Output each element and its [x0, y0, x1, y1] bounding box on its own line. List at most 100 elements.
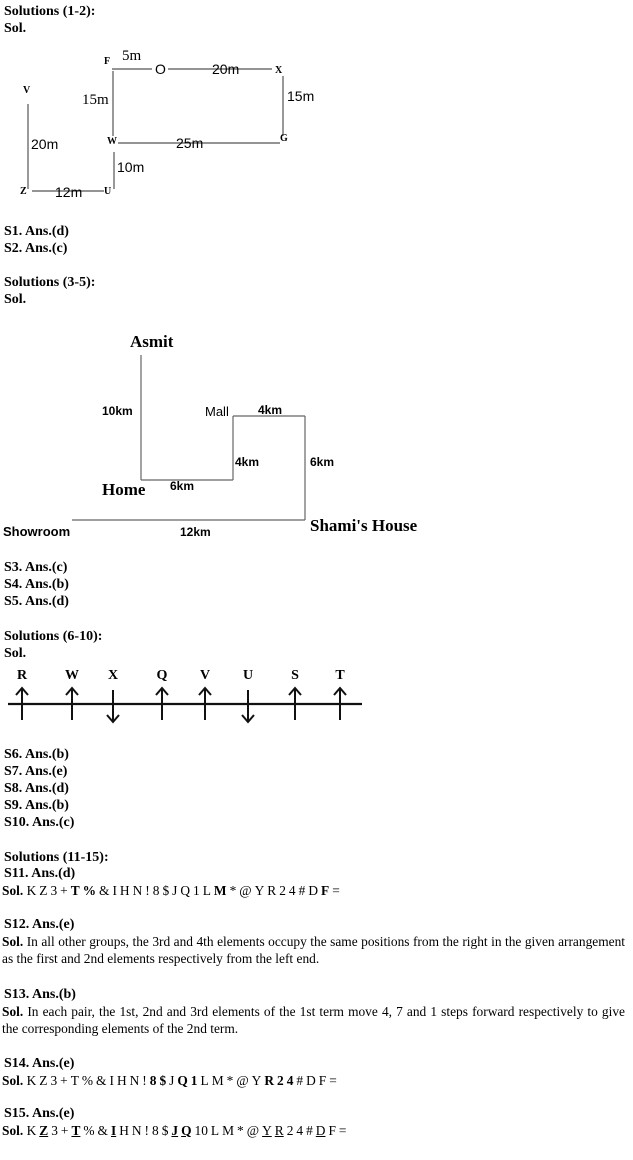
point-w: W [107, 136, 117, 147]
answer: S14. Ans.(e) [4, 1056, 75, 1071]
sequence-element: # [296, 1073, 304, 1088]
sequence-element: I [109, 1073, 114, 1088]
answer: S4. Ans.(b) [4, 577, 69, 592]
sequence-element: D [315, 1123, 326, 1138]
sequence-element: J [172, 883, 178, 898]
sol-label: Sol. [4, 21, 27, 36]
section-heading: Solutions (11-15): [4, 850, 109, 865]
sequence-element: $ [159, 1073, 167, 1088]
answer: S11. Ans.(d) [4, 866, 76, 881]
label-home: Home [102, 480, 146, 499]
sequence-element: R [274, 1123, 284, 1138]
sequence-element: M [222, 1123, 235, 1138]
sequence-element: I [112, 883, 117, 898]
sol-label: Sol. [2, 1073, 24, 1088]
sol-label: Sol. [2, 1123, 24, 1138]
point-f: F [104, 56, 110, 67]
sol-label: Sol. [4, 292, 27, 307]
sequence-element: = [338, 1123, 347, 1138]
person-label: W [65, 668, 79, 683]
sequence-element: K [26, 883, 37, 898]
sol-label: Sol. [2, 1004, 24, 1019]
sequence-element: + [60, 1123, 69, 1138]
sequence-element: N [132, 883, 143, 898]
sequence-element: % [82, 883, 97, 898]
sequence-element: 8 [152, 883, 160, 898]
sequence-element: Z [39, 1123, 49, 1138]
sequence-element: T [70, 1073, 79, 1088]
sol-label: Sol. [2, 934, 24, 949]
sequence-element: ! [142, 1073, 147, 1088]
sequence-element: R [264, 1073, 274, 1088]
point-g: G [280, 133, 288, 144]
sequence-element: N [131, 1123, 142, 1138]
solution-text: In each pair, the 1st, 2nd and 3rd eleme… [2, 1004, 625, 1036]
sequence-element: K [26, 1073, 37, 1088]
person-label: S [291, 668, 299, 683]
answer: S2. Ans.(c) [4, 241, 68, 256]
answer: S3. Ans.(c) [4, 560, 68, 575]
person-label: U [243, 668, 253, 683]
sequence-element: % [83, 1123, 95, 1138]
sequence-element: F [328, 1123, 336, 1138]
sequence-element: & [99, 883, 110, 898]
answer: S15. Ans.(e) [4, 1106, 75, 1121]
sequence-element: T [70, 883, 80, 898]
distance-diagram-1: F X V W G Z U O 5m 20m 15m 15m 25m 10m 2… [20, 48, 314, 200]
label-asmit: Asmit [130, 332, 174, 351]
label-shamis-house: Shami's House [310, 516, 418, 535]
sequence-element: Q [180, 883, 191, 898]
sequence-element: $ [162, 883, 170, 898]
sequence-element: 4 [286, 1073, 294, 1088]
sequence-element: % [81, 1073, 94, 1088]
sequence-element: # [298, 883, 306, 898]
person-label: V [200, 668, 210, 683]
sequence-element: Z [39, 1073, 48, 1088]
sequence-element: J [171, 1123, 179, 1138]
sequence-element: ! [144, 1123, 149, 1138]
sequence-element: @ [246, 1123, 260, 1138]
sequence-element: # [306, 1123, 313, 1138]
sequence-element: 10 [194, 1123, 208, 1138]
sequence-element: 3 [51, 1123, 58, 1138]
sequence-element: @ [239, 883, 252, 898]
sequence-element: $ [161, 1123, 169, 1138]
arrow-up-icon [333, 686, 347, 720]
point-x: X [275, 65, 283, 76]
sequence-element: 1 [190, 1073, 198, 1088]
label-showroom: Showroom [3, 524, 70, 539]
sequence-element: H [119, 883, 130, 898]
sequence-element: R [267, 883, 277, 898]
label-mall: Mall [205, 404, 229, 419]
point-u: U [104, 186, 111, 197]
dist-mall-east: 4km [258, 403, 282, 417]
dist-wg: 25m [176, 135, 203, 151]
arrow-up-icon [65, 686, 79, 720]
sequence-element: Y [254, 883, 265, 898]
dist-home-east: 6km [170, 479, 194, 493]
sequence-element: K [26, 1123, 37, 1138]
sequence-element: L [202, 883, 211, 898]
dist-asmit-home: 10km [102, 404, 133, 418]
sequence-element: + [60, 883, 68, 898]
sequence-element: F [321, 883, 330, 898]
sequence-element: 1 [193, 883, 200, 898]
arrow-up-icon [155, 686, 169, 720]
sequence-element: 3 [50, 1073, 58, 1088]
arrow-up-icon [198, 686, 212, 720]
arrow-up-icon [15, 686, 29, 720]
sequence-element: T [71, 1123, 81, 1138]
answer: S8. Ans.(d) [4, 781, 69, 796]
sequence-element: 8 [152, 1123, 159, 1138]
section-heading: Solutions (1-2): [4, 4, 96, 19]
sequence-element: * [229, 883, 237, 898]
sequence-element: * [226, 1073, 234, 1088]
sequence-element: 2 [279, 883, 286, 898]
sequence-element: L [210, 1123, 220, 1138]
sequence-element: 4 [296, 1123, 304, 1138]
sequence-element: H [116, 1073, 127, 1088]
answer: S12. Ans.(e) [4, 917, 75, 932]
point-z: Z [20, 186, 27, 197]
